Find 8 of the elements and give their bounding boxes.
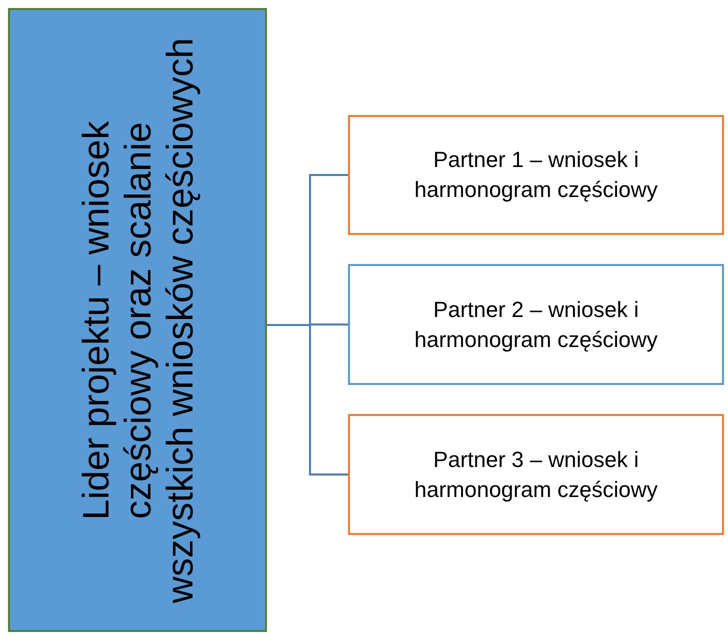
box-text: Partner 1 – wniosek i harmonogram częściowy <box>413 146 659 204</box>
process-box <box>8 8 267 632</box>
process-box <box>348 115 724 235</box>
box-text: Partner 3 – wniosek i harmonogram częściowy <box>413 446 659 504</box>
box-text: Partner 2 – wniosek i harmonogram częściowy <box>413 296 659 354</box>
process-box <box>348 264 724 385</box>
box-text: Lider projektu – wniosek częściowy oraz scalanie wszystkich wniosków częściowych <box>74 36 200 606</box>
process-box <box>348 414 724 535</box>
